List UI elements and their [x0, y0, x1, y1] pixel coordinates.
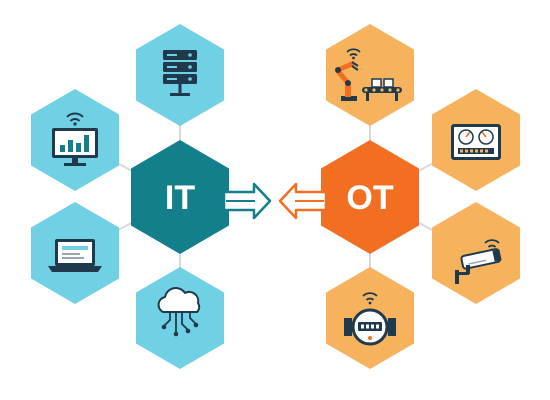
robot-arm-conveyor-wifi-icon: [335, 48, 402, 101]
arrow-left-icon: [278, 182, 328, 220]
it-label: IT: [165, 179, 195, 217]
it-hub-hex: [131, 140, 229, 254]
cloud-network-icon: [157, 287, 201, 337]
laptop-icon: [48, 239, 102, 272]
it-satellite-cloud-hex: [136, 267, 224, 369]
security-camera-wifi-icon: [455, 239, 502, 284]
control-panel-gauges-icon: [451, 124, 501, 160]
arrow-right-icon: [222, 182, 272, 220]
ot-label: OT: [346, 179, 393, 217]
ot-hub-hex: [321, 140, 419, 254]
monitor-bar-chart-wifi-icon: [52, 112, 98, 166]
server-rack-icon: [163, 50, 197, 96]
flow-meter-wifi-icon: [344, 292, 396, 346]
